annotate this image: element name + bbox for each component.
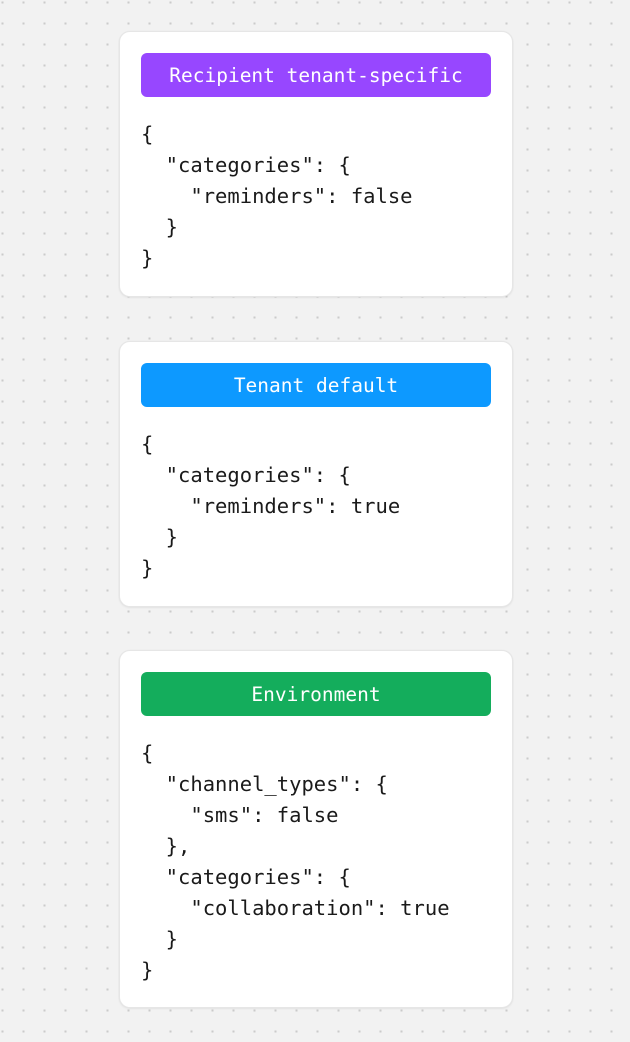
- badge-environment: Environment: [141, 672, 491, 716]
- card-tenant-default: Tenant default { "categories": { "remind…: [119, 341, 513, 607]
- card-environment: Environment { "channel_types": { "sms": …: [119, 650, 513, 1008]
- code-block-tenant-default: { "categories": { "reminders": true } }: [141, 432, 401, 580]
- badge-tenant-default: Tenant default: [141, 363, 491, 407]
- code-block-environment: { "channel_types": { "sms": false }, "ca…: [141, 741, 450, 982]
- code-block-recipient-tenant-specific: { "categories": { "reminders": false } }: [141, 122, 413, 270]
- card-recipient-tenant-specific: Recipient tenant-specific { "categories"…: [119, 31, 513, 297]
- badge-recipient-tenant-specific: Recipient tenant-specific: [141, 53, 491, 97]
